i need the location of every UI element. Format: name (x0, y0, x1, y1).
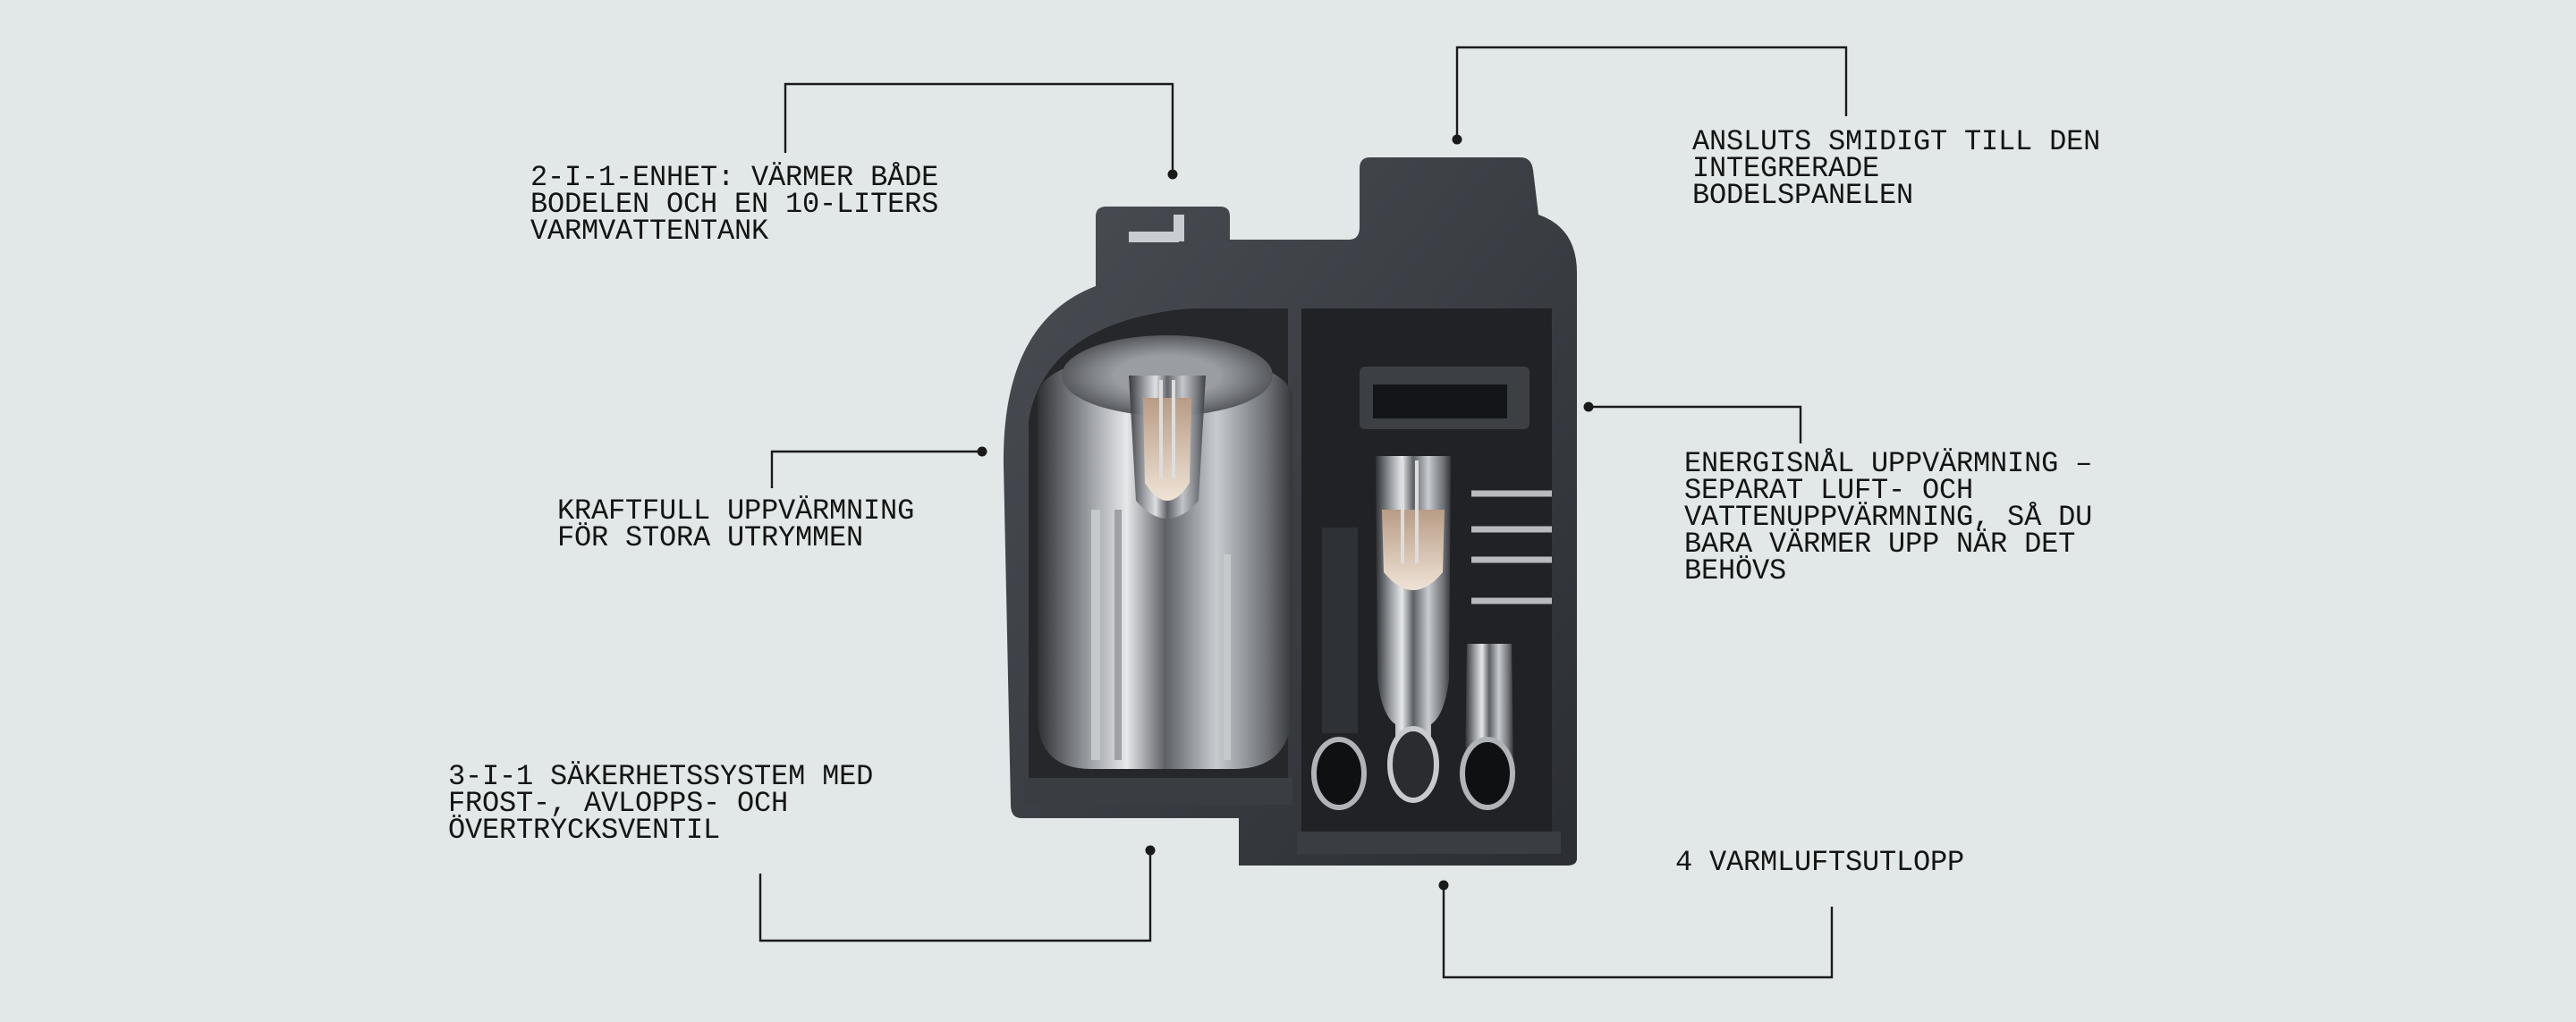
air-burner (1382, 510, 1445, 590)
connector-dot (1438, 880, 1449, 891)
callout-line: BARA VÄRMER UPP NÄR DET (1684, 528, 2076, 561)
callout-safety: 3-I-1 SÄKERHETSSYSTEM MED FROST-, AVLOPP… (448, 760, 874, 847)
callout-line: BODELSPANELEN (1692, 179, 1914, 212)
water-connector (1129, 215, 1184, 242)
callout-line: KRAFTFULL UPPVÄRMNING (557, 494, 915, 528)
callout-line: BEHÖVS (1684, 554, 1787, 587)
connector-panel (1455, 46, 1848, 139)
connector-2-in-1 (784, 82, 1174, 174)
callout-line: SEPARAT LUFT- OCH (1684, 474, 1974, 507)
water-burner (1143, 398, 1191, 501)
connector-dot (1452, 134, 1462, 145)
callout-outlets: 4 VARMLUFTSUTLOPP (1675, 846, 1965, 879)
callout-powerful: KRAFTFULL UPPVÄRMNING FÖR STORA UTRYMMEN (557, 494, 915, 554)
connector-dot (1167, 169, 1178, 180)
callout-panel: ANSLUTS SMIDIGT TILL DEN INTEGRERADE BOD… (1692, 125, 2101, 212)
callout-energy: ENERGISNÅL UPPVÄRMNING – SEPARAT LUFT- O… (1684, 447, 2093, 587)
heater-cutaway-image (1003, 157, 1577, 866)
air-outlet (1387, 726, 1439, 803)
connector-powerful (770, 450, 982, 488)
connector-energy (1589, 405, 1802, 443)
air-heater (1311, 367, 1552, 810)
connector-dot (1145, 845, 1156, 856)
callout-line: 4 VARMLUFTSUTLOPP (1675, 846, 1965, 879)
callout-line: BODELEN OCH EN 10-LITERS (530, 188, 939, 221)
callout-line: 3-I-1 SÄKERHETSSYSTEM MED (448, 760, 874, 793)
callout-line: ANSLUTS SMIDIGT TILL DEN (1692, 125, 2101, 158)
water-tank (1038, 335, 1292, 769)
connector-outlets (1442, 885, 1834, 979)
left-chamber-floor (1024, 778, 1292, 805)
air-outlet (1311, 737, 1367, 810)
callout-line: FROST-, AVLOPPS- OCH (448, 787, 789, 820)
callout-line: ÖVERTRYCKSVENTIL (448, 814, 721, 847)
callout-2-in-1: 2-I-1-ENHET: VÄRMER BÅDE BODELEN OCH EN … (530, 161, 939, 248)
connector-dot (977, 446, 987, 457)
callout-line: ENERGISNÅL UPPVÄRMNING – (1684, 447, 2093, 480)
callout-line: 2-I-1-ENHET: VÄRMER BÅDE (530, 161, 939, 194)
right-chamber-floor (1297, 832, 1561, 854)
connector-safety (758, 850, 1152, 942)
air-outlet (1460, 737, 1515, 810)
connector-dot (1583, 401, 1594, 412)
callout-line: FÖR STORA UTRYMMEN (557, 521, 864, 554)
callout-line: VARMVATTENTANK (530, 215, 769, 248)
callout-line: VATTENUPPVÄRMNING, SÅ DU (1684, 501, 2093, 534)
callout-line: INTEGRERADE (1692, 152, 1880, 185)
